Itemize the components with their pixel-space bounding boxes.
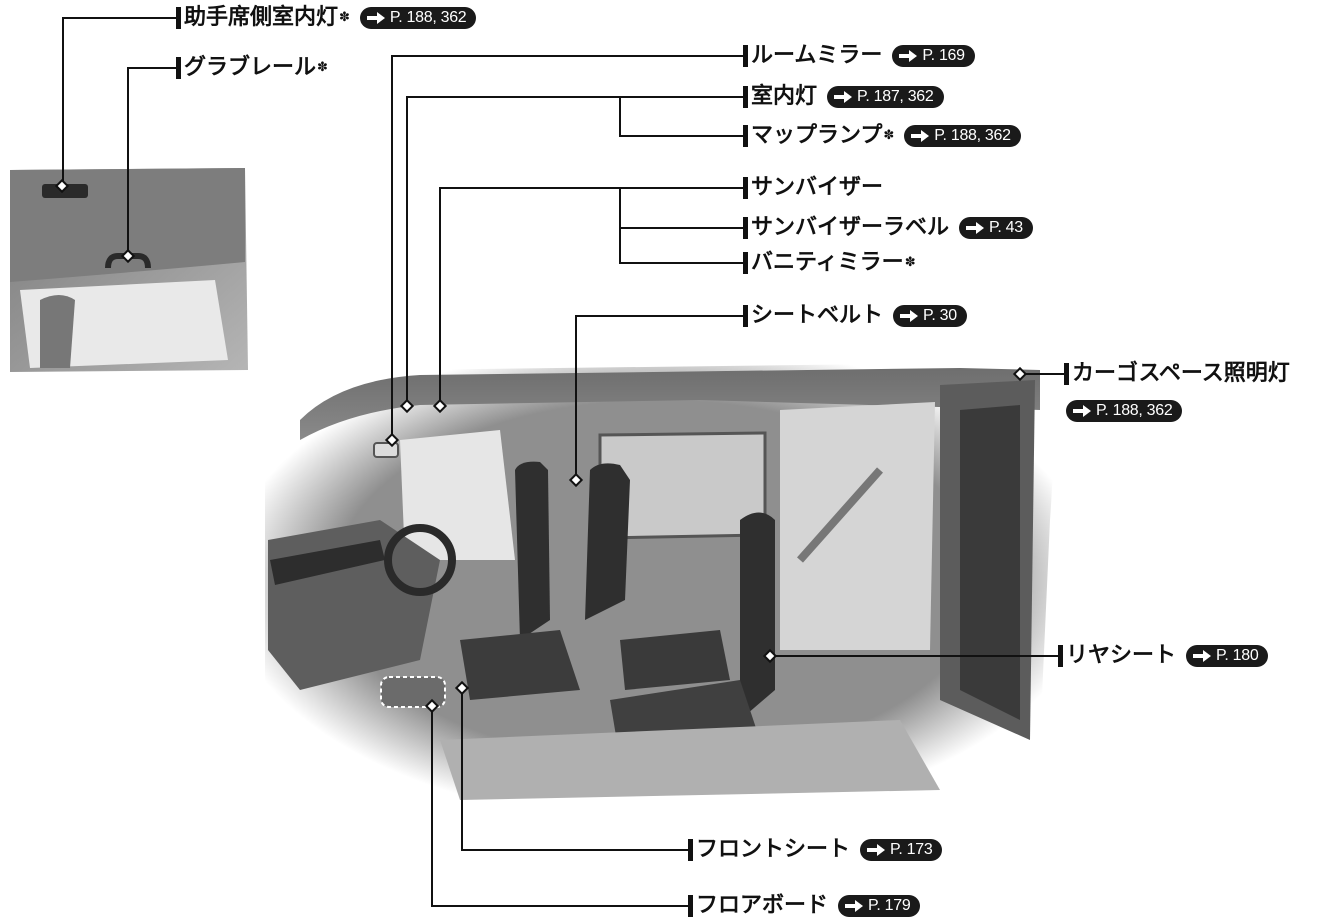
label-front-seat: フロントシート P. 173 <box>688 836 943 864</box>
label-floor-board: フロアボード P. 179 <box>688 892 921 920</box>
floor-board-shape <box>380 676 446 708</box>
page-ref-badge[interactable]: P. 188, 362 <box>904 125 1021 147</box>
main-cabin-illustration <box>265 362 1054 800</box>
label-passenger-light: 助手席側室内灯✽ P. 188, 362 <box>176 4 477 32</box>
arrow-right-icon <box>1193 650 1212 662</box>
arrow-right-icon <box>867 844 886 856</box>
arrow-right-icon <box>900 310 919 322</box>
arrow-right-icon <box>966 222 985 234</box>
page-ref-badge[interactable]: P. 43 <box>959 217 1033 239</box>
leader-lines <box>62 17 1066 907</box>
page-ref-badge[interactable]: P. 169 <box>892 45 975 67</box>
arrow-right-icon <box>834 91 853 103</box>
arrow-right-icon <box>845 900 864 912</box>
label-interior-light: 室内灯 P. 187, 362 <box>743 83 944 111</box>
label-sun-visor-label: サンバイザーラベル P. 43 <box>743 214 1033 242</box>
label-rear-seat: リヤシート P. 180 <box>1058 642 1269 670</box>
label-grab-rail: グラブレール✽ <box>176 54 328 82</box>
page-ref-badge[interactable]: P. 187, 362 <box>827 86 944 108</box>
passenger-light-shape <box>42 184 88 198</box>
label-sun-visor: サンバイザー <box>743 174 883 202</box>
inset-headliner-illustration <box>10 168 248 372</box>
label-cargo-light: カーゴスペース照明灯 <box>1064 360 1290 388</box>
label-seat-belt: シートベルト P. 30 <box>743 302 967 330</box>
page-ref-badge[interactable]: P. 188, 362 <box>359 7 477 29</box>
page-ref-badge[interactable]: P. 30 <box>893 305 967 327</box>
cargo-light-ref: P. 188, 362 <box>1066 400 1183 422</box>
label-room-mirror: ルームミラー P. 169 <box>743 42 975 70</box>
page-ref-badge[interactable]: P. 173 <box>860 839 943 861</box>
page-ref-badge[interactable]: P. 180 <box>1186 645 1269 667</box>
page-ref-badge[interactable]: P. 188, 362 <box>1066 400 1183 422</box>
leader-points <box>54 178 1028 714</box>
arrow-right-icon <box>911 130 930 142</box>
label-vanity-mirror: バニティミラー✽ <box>743 249 916 277</box>
arrow-right-icon <box>899 50 918 62</box>
arrow-right-icon <box>366 12 385 24</box>
label-map-lamp: マップランプ✽ P. 188, 362 <box>743 122 1021 150</box>
arrow-right-icon <box>1073 405 1091 417</box>
page-ref-badge[interactable]: P. 179 <box>838 895 921 917</box>
